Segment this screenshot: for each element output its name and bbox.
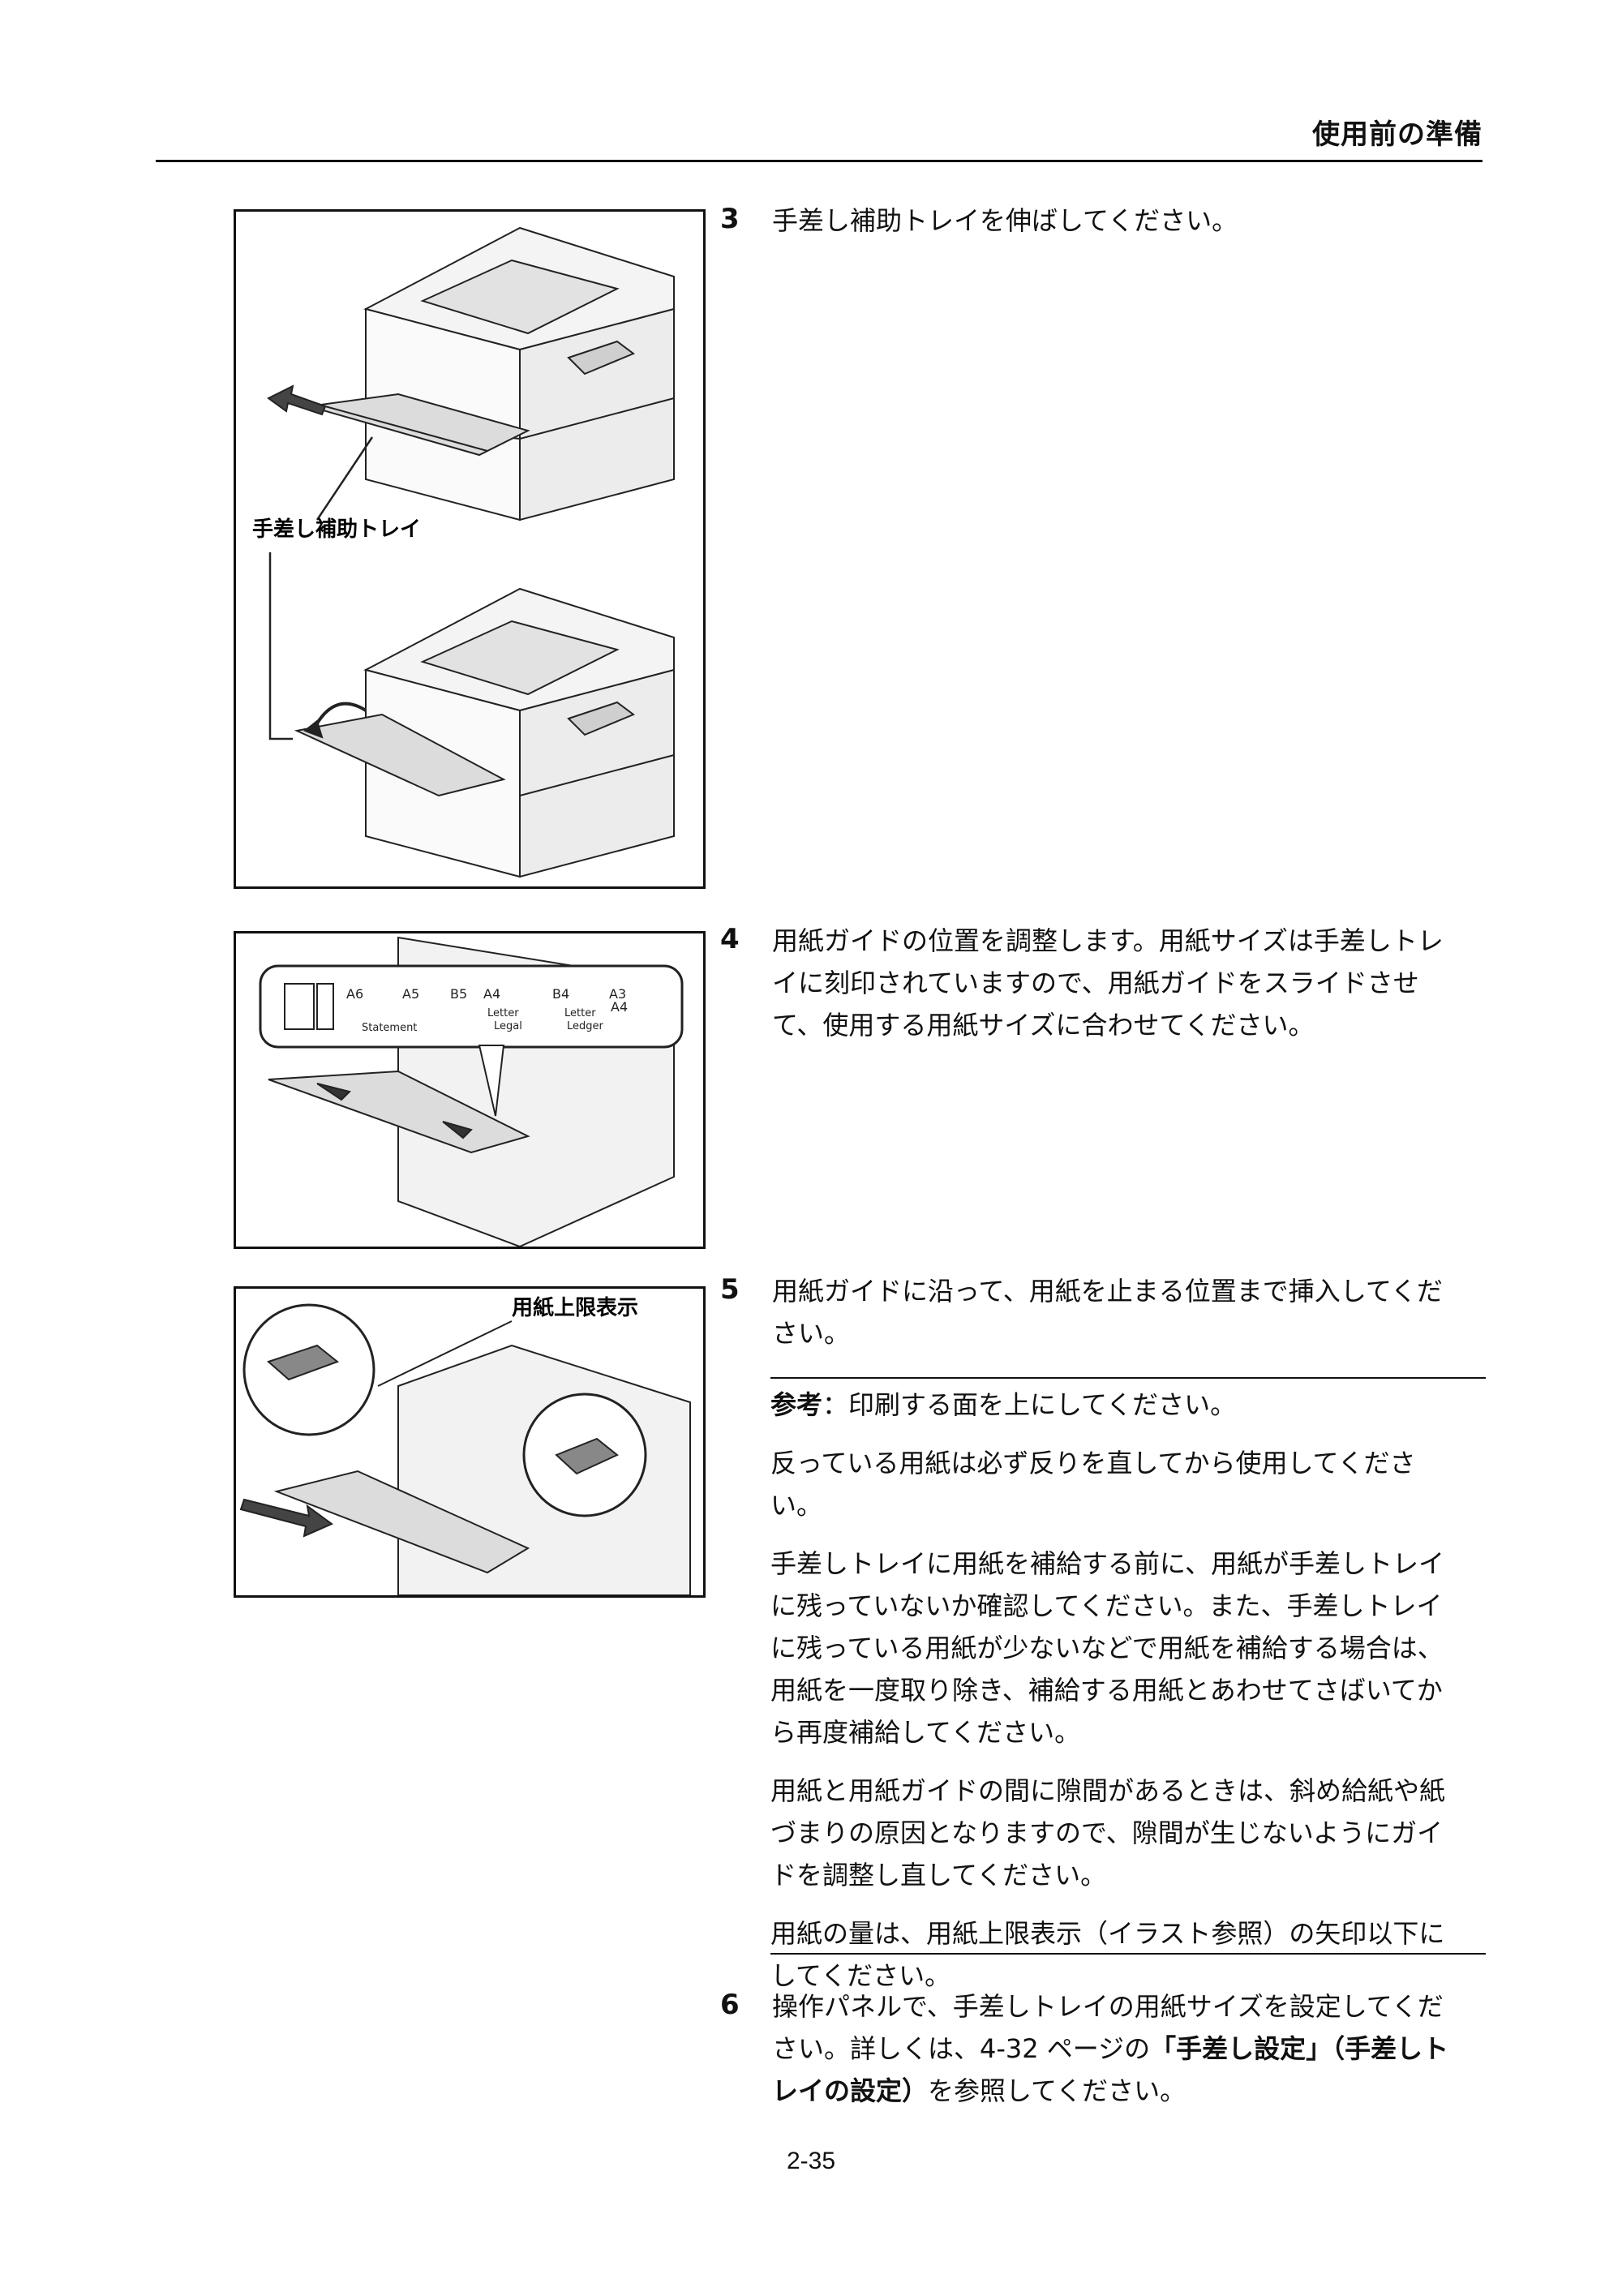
- note-p5-line-1: 用紙の量は、用紙上限表示（イラスト参照）の矢印以下に: [770, 1918, 1445, 1949]
- tray-label: 手差し補助トレイ: [252, 517, 421, 542]
- size-b4: B4: [552, 986, 569, 1002]
- note-p4-line-3: ドを調整し直してください。: [770, 1860, 1107, 1890]
- step-4-line-3: て、使用する用紙サイズに合わせてください。: [772, 1010, 1315, 1041]
- step-5-line-2: さい。: [772, 1318, 851, 1349]
- note-label: 参考: [770, 1389, 823, 1420]
- note-first: 参考：印刷する面を上にしてください。: [770, 1384, 1484, 1426]
- size-a4-alt: A4: [611, 999, 628, 1015]
- note-p2-line-1: 反っている用紙は必ず反りを直してから使用してくださ: [770, 1448, 1416, 1478]
- printer-illustration-1: 手差し補助トレイ: [252, 226, 675, 878]
- size-a4: A4: [483, 986, 500, 1002]
- note-p2-line-2: い。: [770, 1490, 823, 1521]
- note-p3-line-2: に残っていないか確認してください。また、手差しトレイ: [770, 1590, 1443, 1621]
- size-a5: A5: [402, 986, 419, 1002]
- note-p3-line-1: 手差しトレイに用紙を補給する前に、用紙が手差しトレイ: [770, 1548, 1445, 1579]
- tray-extended-2: [294, 702, 506, 797]
- arrow-right-icon: [239, 1498, 333, 1538]
- size-legal: Legal: [494, 1020, 522, 1032]
- printer-illustration-3: 用紙上限表示: [239, 1295, 691, 1595]
- arrow-left-icon: [267, 384, 327, 416]
- size-b5: B5: [450, 986, 467, 1002]
- note-p3-line-5: ら再度補給してください。: [770, 1717, 1081, 1748]
- tray-extended-1: [308, 393, 530, 457]
- step-3-text: 手差し補助トレイを伸ばしてください。: [772, 200, 1486, 242]
- step-3-line: 手差し補助トレイを伸ばしてください。: [772, 205, 1238, 236]
- size-ledger: Ledger: [567, 1020, 604, 1032]
- step-4-line-1: 用紙ガイドの位置を調整します。用紙サイズは手差しトレ: [772, 925, 1444, 956]
- figure-extend-tray: 手差し補助トレイ: [234, 209, 706, 889]
- figure-adjust-guides: A6 A5 B5 A4 B4 A3 Statement Letter Legal…: [234, 931, 706, 1249]
- running-header: 使用前の準備: [1312, 118, 1483, 151]
- note-p3-line-4: 用紙を一度取り除き、補給する用紙とあわせてさばいてか: [770, 1675, 1443, 1706]
- note-paragraph-4: 用紙と用紙ガイドの間に隙間があるときは、斜め給紙や紙 づまりの原因となりますので…: [770, 1770, 1484, 1896]
- note-p4-line-2: づまりの原因となりますので、隙間が生じないようにガイ: [770, 1817, 1444, 1848]
- link-manual-tray-setting[interactable]: 「手差し設定」（手差しト: [1150, 2033, 1449, 2064]
- size-a3: A3: [609, 986, 626, 1002]
- step-4-number: 4: [720, 923, 740, 955]
- figure-paper-limit: 用紙上限表示: [234, 1286, 706, 1598]
- printer-body-lower: [363, 587, 675, 878]
- size-a6: A6: [346, 986, 363, 1002]
- note-paragraph-3: 手差しトレイに用紙を補給する前に、用紙が手差しトレイ に残っていないか確認してく…: [770, 1543, 1484, 1753]
- printer-illustration-2: A6 A5 B5 A4 B4 A3 Statement Letter Legal…: [259, 936, 684, 1247]
- step-6-line-2: さい。詳しくは、4-32 ページの「手差し設定」（手差しト: [772, 2028, 1486, 2070]
- step-4-text: 用紙ガイドの位置を調整します。用紙サイズは手差しトレ イに刻印されていますので、…: [772, 920, 1486, 1046]
- note-p4-line-1: 用紙と用紙ガイドの間に隙間があるときは、斜め給紙や紙: [770, 1775, 1446, 1806]
- note-box: 参考：印刷する面を上にしてください。 反っている用紙は必ず反りを直してから使用し…: [770, 1377, 1486, 1991]
- size-letter-1: Letter: [487, 1007, 519, 1019]
- size-letter-2: Letter: [564, 1007, 596, 1019]
- step-6-number: 6: [720, 1989, 740, 2021]
- step-5-number: 5: [720, 1273, 740, 1306]
- step-3-number: 3: [720, 203, 740, 235]
- step-6-line-2a: さい。詳しくは、4-32 ページの: [772, 2033, 1151, 2064]
- note-p5-line-2: してください。: [770, 1960, 951, 1991]
- note-paragraph-5: 用紙の量は、用紙上限表示（イラスト参照）の矢印以下に してください。: [770, 1912, 1484, 1997]
- printer-body-upper: [363, 226, 675, 521]
- step-6-line-3b: を参照してください。: [928, 2075, 1186, 2106]
- step-6-line-3: レイの設定）を参照してください。: [772, 2070, 1486, 2112]
- size-statement: Statement: [362, 1022, 417, 1034]
- step-5-text: 用紙ガイドに沿って、用紙を止まる位置まで挿入してくだ さい。: [772, 1270, 1486, 1354]
- step-5-line-1: 用紙ガイドに沿って、用紙を止まる位置まで挿入してくだ: [772, 1276, 1443, 1307]
- note-p3-line-3: に残っている用紙が少ないなどで用紙を補給する場合は、: [770, 1633, 1444, 1663]
- step-4-line-2: イに刻印されていますので、用紙ガイドをスライドさせ: [772, 968, 1419, 998]
- paper-limit-label: 用紙上限表示: [512, 1295, 638, 1320]
- page-number: 2-35: [786, 2148, 836, 2174]
- note-paragraph-2: 反っている用紙は必ず反りを直してから使用してくださ い。: [770, 1442, 1484, 1526]
- note-first-text: ：印刷する面を上にしてください。: [822, 1389, 1237, 1420]
- header-rule: [156, 160, 1483, 162]
- step-6-text: 操作パネルで、手差しトレイの用紙サイズを設定してくだ さい。詳しくは、4-32 …: [772, 1985, 1486, 2112]
- link-manual-tray-setting-cont[interactable]: レイの設定）: [772, 2075, 929, 2106]
- step-6-line-1: 操作パネルで、手差しトレイの用紙サイズを設定してくだ: [772, 1991, 1444, 2022]
